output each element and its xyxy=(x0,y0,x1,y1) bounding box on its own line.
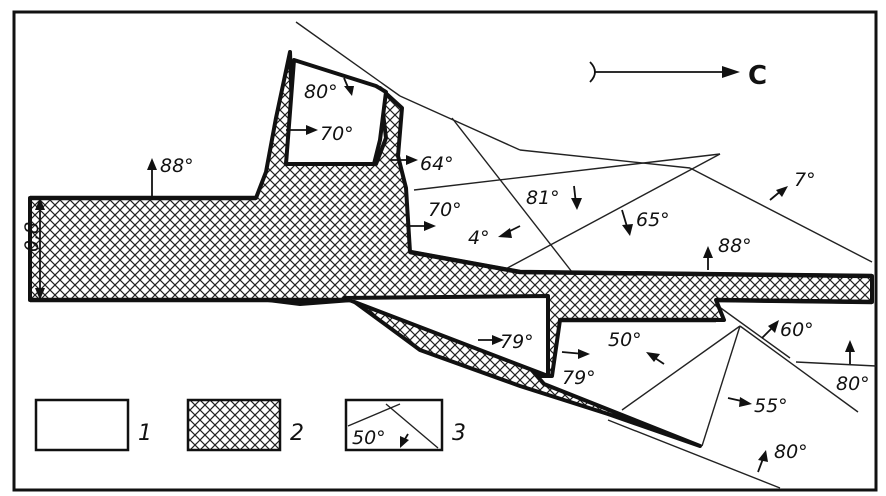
ore-contacts xyxy=(30,195,873,323)
north-label: С xyxy=(748,61,767,91)
dip-label: 60° xyxy=(780,319,814,341)
dip-label: 55° xyxy=(754,395,788,417)
fracture-lines xyxy=(295,21,877,489)
dip-label: 64° xyxy=(420,153,454,175)
dip-label: 88° xyxy=(160,155,194,177)
dip-label: 81° xyxy=(526,187,560,209)
north-arrow: С xyxy=(589,61,767,91)
dip-label: 65° xyxy=(636,209,670,231)
dip-label: 70° xyxy=(320,123,354,145)
map-frame xyxy=(12,10,878,492)
dip-label: 79° xyxy=(562,367,596,389)
thickness-indicator: 0,8 xyxy=(21,198,45,300)
legend-swatch-3 xyxy=(344,398,444,452)
dip-label: 4° xyxy=(468,227,490,249)
dip-label: 79° xyxy=(500,331,534,353)
dip-labels: 88° 80° 70° 64° 81° 70° 4° 65° 7° 88° 79… xyxy=(160,81,870,463)
legend-number-1: 1 xyxy=(138,421,152,446)
dip-label: 7° xyxy=(794,169,816,191)
legend-swatch-2 xyxy=(186,398,282,452)
dip-label: 70° xyxy=(428,199,462,221)
legend-sample-dip: 50° xyxy=(352,427,386,449)
dip-label: 50° xyxy=(608,329,642,351)
dip-label: 88° xyxy=(718,235,752,257)
dip-label: 80° xyxy=(304,81,338,103)
wedge-block xyxy=(342,294,550,378)
upper-block xyxy=(284,58,388,166)
legend-swatch-1 xyxy=(34,398,130,452)
dip-arrows xyxy=(147,77,855,473)
dip-label: 80° xyxy=(836,373,870,395)
legend-number-3: 3 xyxy=(452,421,466,446)
legend-number-2: 2 xyxy=(290,421,304,446)
dip-label: 80° xyxy=(774,441,808,463)
thickness-label: 0,8 xyxy=(21,222,43,252)
legend: 1 2 50° 3 xyxy=(34,398,466,452)
